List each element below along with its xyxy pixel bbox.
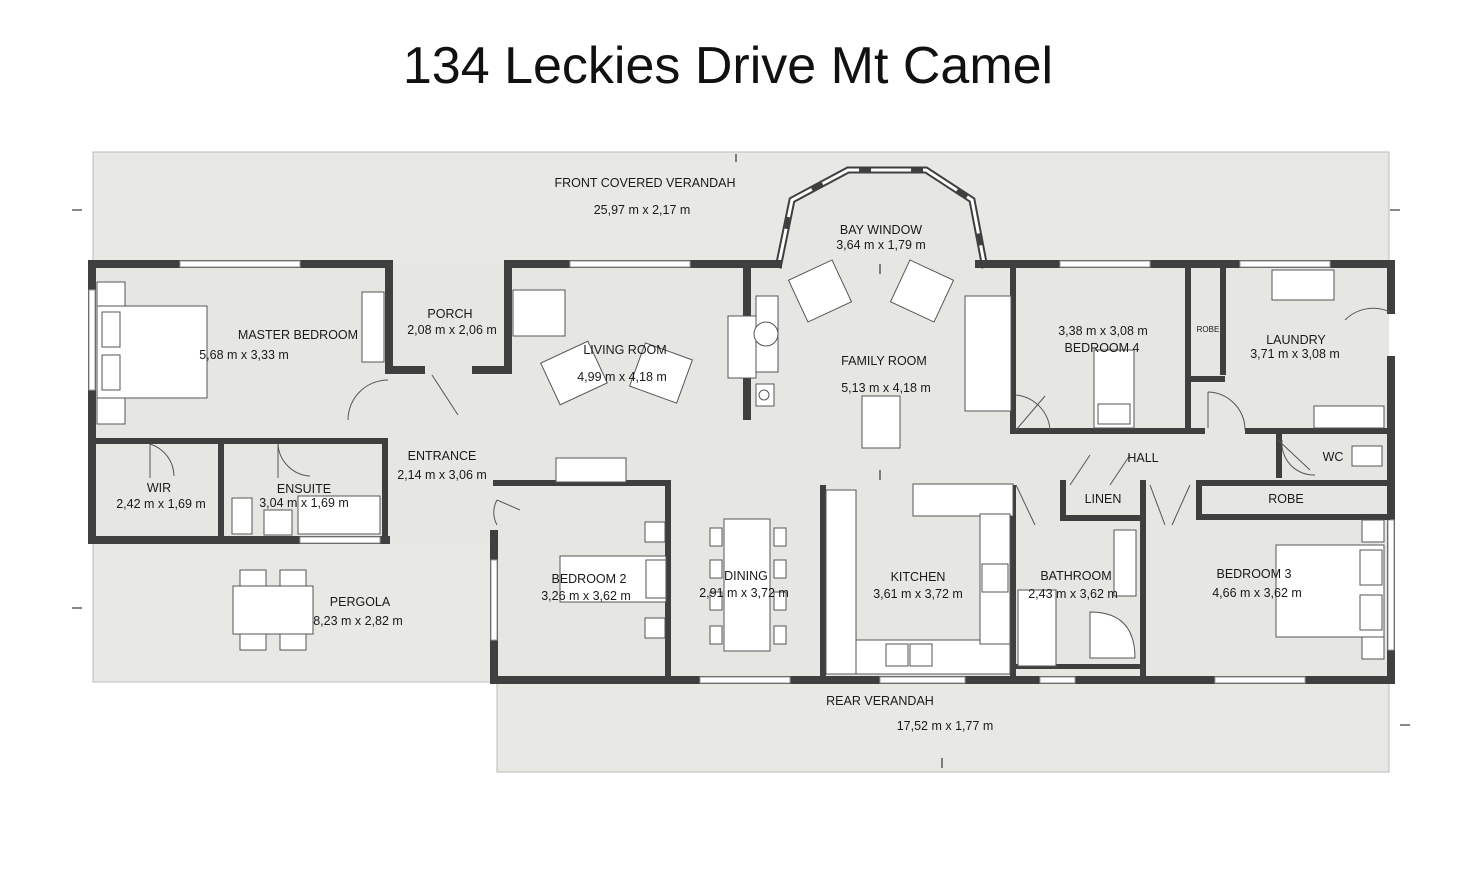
kitchen-name: KITCHEN xyxy=(891,570,946,584)
master-bedroom-size: 5,68 m x 3,33 m xyxy=(199,348,289,362)
master-bedroom-name: MASTER BEDROOM xyxy=(238,328,358,342)
front-verandah-area xyxy=(92,151,1390,271)
laundry-name: LAUNDRY xyxy=(1266,333,1326,347)
dining-size: 2,91 m x 3,72 m xyxy=(699,586,789,600)
front-verandah-name: FRONT COVERED VERANDAH xyxy=(554,176,735,190)
dining-name: DINING xyxy=(724,569,768,583)
bedroom2-size: 3,26 m x 3,62 m xyxy=(541,589,631,603)
hall-name: HALL xyxy=(1127,451,1158,465)
room-labels: FRONT COVERED VERANDAH 25,97 m x 2,17 m … xyxy=(116,176,1343,733)
bathroom-name: BATHROOM xyxy=(1040,569,1111,583)
bathroom-size: 2,43 m x 3,62 m xyxy=(1028,587,1118,601)
ensuite-size: 3,04 m x 1,69 m xyxy=(259,496,349,510)
doors xyxy=(149,307,1391,526)
entrance-size: 2,14 m x 3,06 m xyxy=(397,468,487,482)
windows xyxy=(88,260,1395,684)
bedroom4-name: BEDROOM 4 xyxy=(1064,341,1139,355)
pergola-name: PERGOLA xyxy=(330,595,391,609)
family-room-name: FAMILY ROOM xyxy=(841,354,927,368)
dimension-arrows xyxy=(72,154,1410,768)
robe-name: ROBE xyxy=(1268,492,1303,506)
front-verandah-size: 25,97 m x 2,17 m xyxy=(594,203,691,217)
ensuite-name: ENSUITE xyxy=(277,482,331,496)
entrance-name: ENTRANCE xyxy=(408,449,477,463)
bay-window-walls xyxy=(774,166,989,269)
laundry-size: 3,71 m x 3,08 m xyxy=(1250,347,1340,361)
bay-window-name: BAY WINDOW xyxy=(840,223,922,237)
living-room-size: 4,99 m x 4,18 m xyxy=(577,370,667,384)
bay-window-size: 3,64 m x 1,79 m xyxy=(836,238,926,252)
bedroom3-size: 4,66 m x 3,62 m xyxy=(1212,586,1302,600)
pergola-size: 8,23 m x 2,82 m xyxy=(313,614,403,628)
furniture xyxy=(96,259,1385,675)
family-room-size: 5,13 m x 4,18 m xyxy=(841,381,931,395)
bedroom3-name: BEDROOM 3 xyxy=(1216,567,1291,581)
linen-name: LINEN xyxy=(1085,492,1122,506)
porch-size: 2,08 m x 2,06 m xyxy=(407,323,497,337)
rear-verandah-name: REAR VERANDAH xyxy=(826,694,934,708)
wc-name: WC xyxy=(1323,450,1344,464)
wir-size: 2,42 m x 1,69 m xyxy=(116,497,206,511)
living-room-name: LIVING ROOM xyxy=(583,343,666,357)
bedroom4-size: 3,38 m x 3,08 m xyxy=(1058,324,1148,338)
page-title: 134 Leckies Drive Mt Camel xyxy=(402,37,1054,95)
wir-name: WIR xyxy=(147,481,171,495)
kitchen-size: 3,61 m x 3,72 m xyxy=(873,587,963,601)
rear-verandah-size: 17,52 m x 1,77 m xyxy=(897,719,994,733)
porch-name: PORCH xyxy=(427,307,472,321)
bedroom2-name: BEDROOM 2 xyxy=(551,572,626,586)
robe-small-name: ROBE xyxy=(1197,325,1220,334)
